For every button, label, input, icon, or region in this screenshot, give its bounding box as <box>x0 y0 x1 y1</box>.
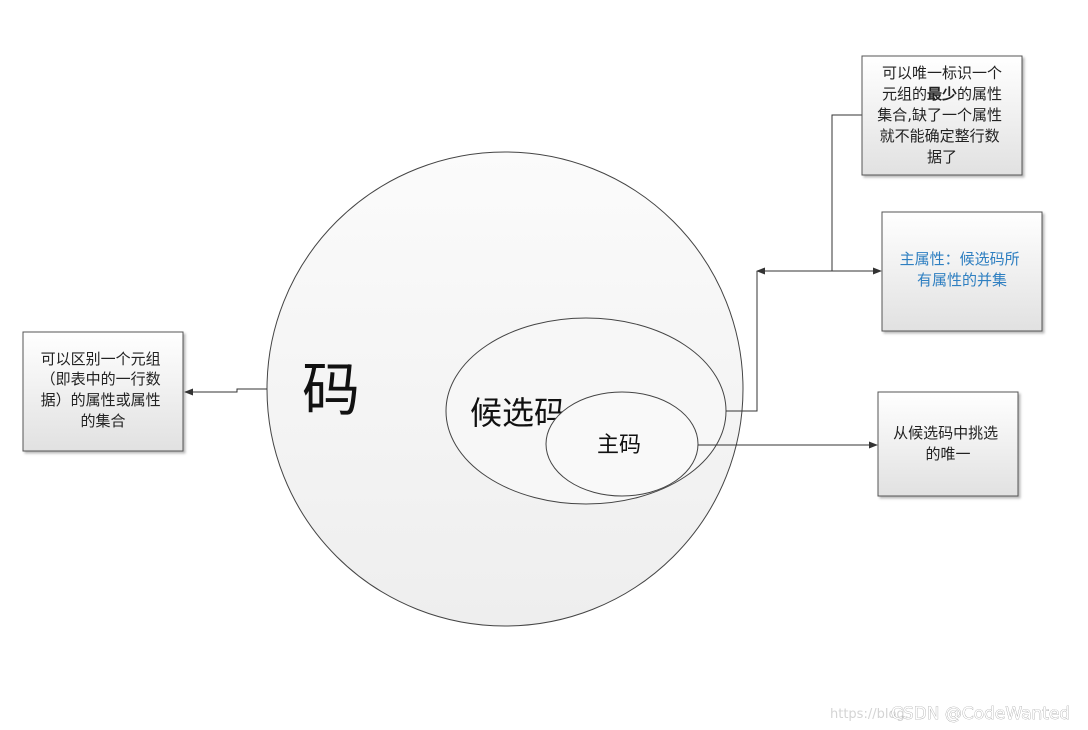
key-label: 码 <box>302 356 360 424</box>
svg-text:元组的最少的属性: 元组的最少的属性 <box>882 85 1002 103</box>
prime-attribute-line-1: 主属性：候选码所 <box>900 250 1020 268</box>
candidate-key-definition-line-2-start: 元组的 <box>882 85 927 103</box>
candidate-key-branch-top <box>831 114 862 271</box>
candidate-key-definition-line-5: 据了 <box>927 148 957 166</box>
watermark-url: https://blog. <box>830 707 909 722</box>
candidate-key-definition-line-1: 可以唯一标识一个 <box>882 64 1002 82</box>
svg-text:可以唯一标识一个: 可以唯一标识一个 <box>882 64 1002 82</box>
prime-attribute-line-2: 有属性的并集 <box>917 271 1007 289</box>
watermark-brand: CSDN @CodeWanted <box>891 704 1070 724</box>
primary-key-definition-line-2: 的唯一 <box>925 445 970 463</box>
primary-key-definition-line-1: 从候选码中挑选 <box>893 424 998 442</box>
candidate-key-definition-line-3: 集合,缺了一个属性 <box>877 106 1002 124</box>
candidate-key-definition-line-2-end: 的属性 <box>957 85 1002 103</box>
svg-text:主属性：候选码所 有属性的并集: 主属性：候选码所 有属性的并集 <box>900 250 1025 289</box>
key-definition-line-1: 可以区别一个元组 <box>41 350 161 368</box>
key-definition-box: 可以区别一个元组 （即表中的一行数 据）的属性或属性 的集合 <box>22 331 184 452</box>
prime-attribute-box: 主属性：候选码所 有属性的并集 <box>881 211 1043 332</box>
key-to-definition-arrow <box>184 388 267 396</box>
candidate-key-label: 候选码 <box>470 394 566 432</box>
candidate-key-connector <box>726 271 758 412</box>
key-definition-line-4: 的集合 <box>80 412 125 430</box>
primary-key-ellipse <box>545 391 699 497</box>
candidate-key-definition-box: 可以唯一标识一个 元组的最少的属性 集合,缺了一个属性 就不能确定整行数 据了 <box>861 55 1023 176</box>
svg-text:可以区别一个元组 （即表中的一行数: 可以区别一个元组 （即表中的一行数 据）的属性或属性 的集合 <box>41 350 166 430</box>
primary-key-definition-box: 从候选码中挑选 的唯一 <box>877 391 1019 497</box>
primary-key-label: 主码 <box>597 433 641 458</box>
candidate-key-definition-line-4: 就不能确定整行数 <box>880 127 1000 145</box>
svg-text:从候选码中挑选 的唯一: 从候选码中挑选 的唯一 <box>893 424 1003 463</box>
key-definition-line-2: （即表中的一行数 <box>41 370 161 388</box>
svg-text:集合,缺了一个属性 就不能确定整行数: 集合,缺了一个属性 就不能确定整行数 据了 <box>877 106 1007 166</box>
candidate-key-definition-emphasis: 最少 <box>927 85 957 103</box>
key-definition-line-3: 据）的属性或属性 <box>41 391 161 409</box>
